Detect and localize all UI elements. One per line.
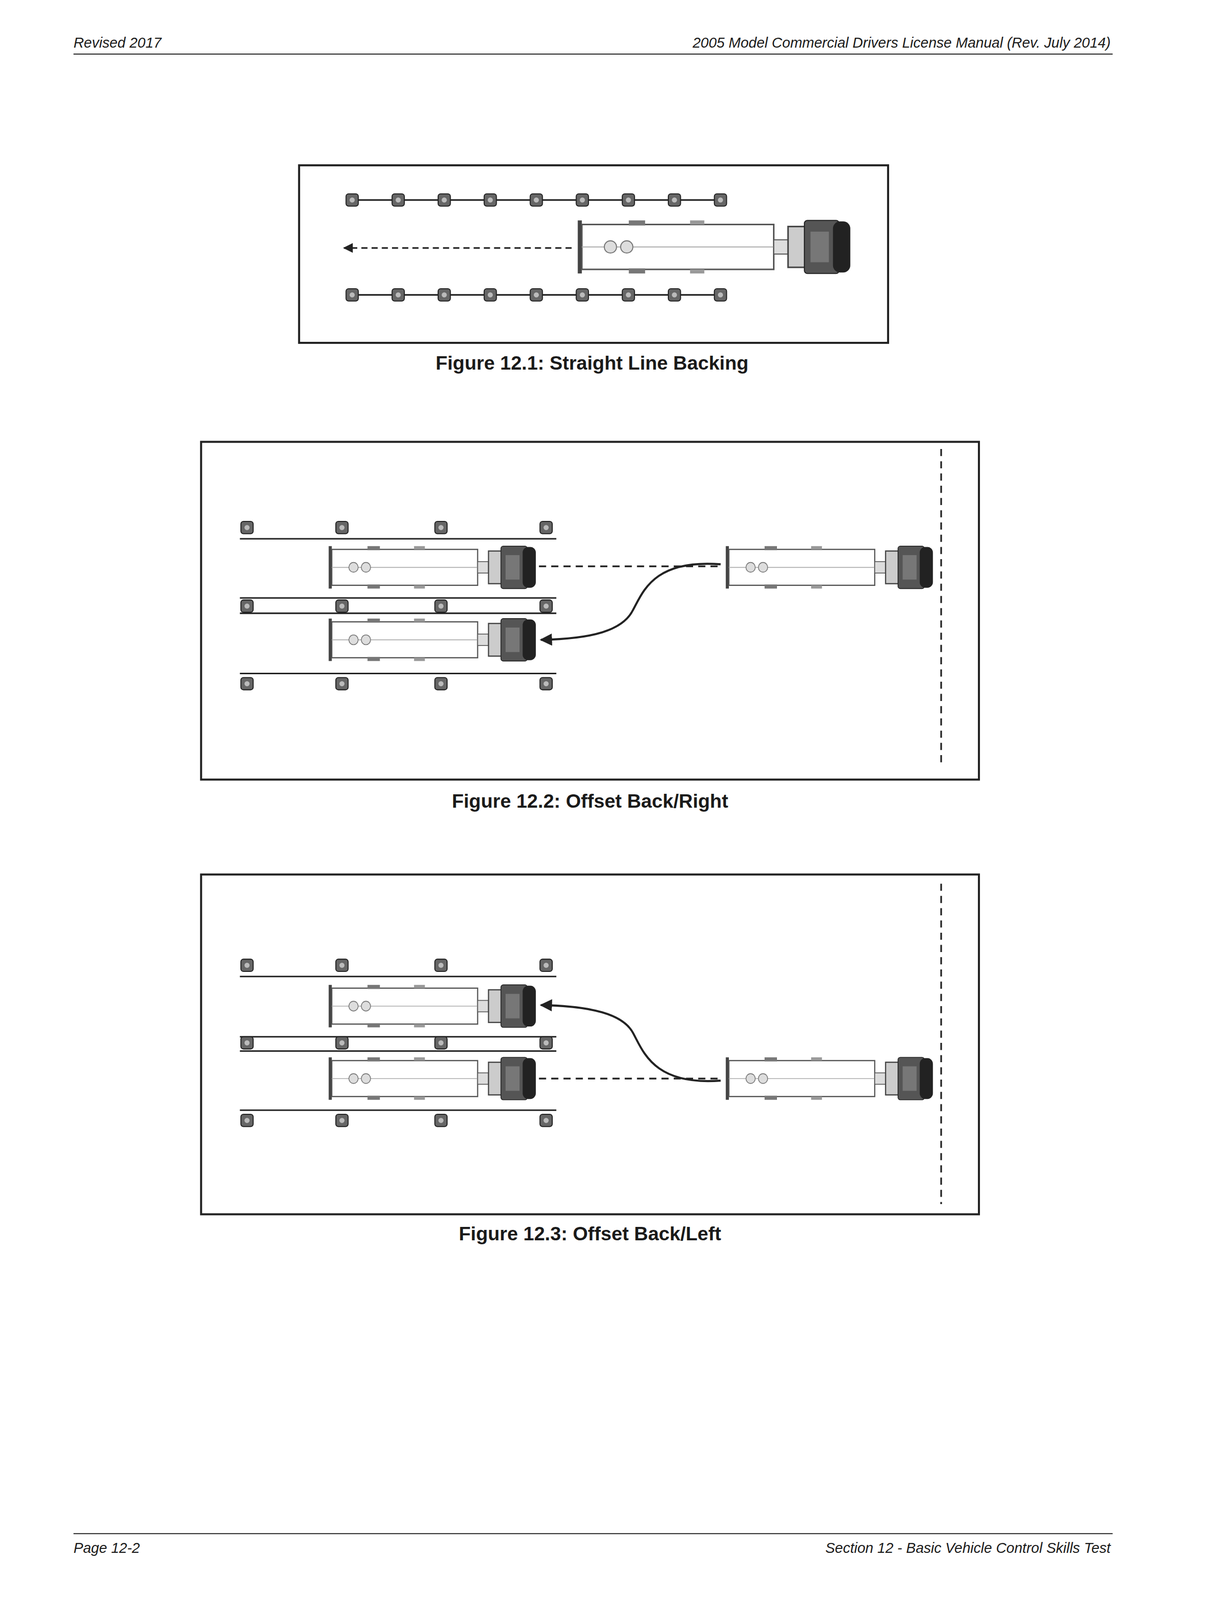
traffic-cone	[714, 288, 727, 302]
footer-right: Section 12 - Basic Vehicle Control Skill…	[825, 1540, 1111, 1557]
traffic-cone	[434, 521, 448, 534]
traffic-cone	[335, 959, 349, 972]
traffic-cone	[391, 288, 405, 302]
traffic-cone	[335, 1036, 349, 1050]
traffic-cone	[438, 193, 451, 207]
traffic-cone	[434, 677, 448, 691]
traffic-cone	[530, 288, 543, 302]
traffic-cone	[668, 193, 681, 207]
traffic-cone	[241, 1114, 254, 1127]
footer-left: Page 12-2	[73, 1540, 140, 1557]
traffic-cone	[434, 959, 448, 972]
traffic-cone	[241, 521, 254, 534]
header-left: Revised 2017	[73, 34, 162, 52]
traffic-cone	[484, 288, 497, 302]
figure-offset-right	[200, 442, 979, 780]
traffic-cone	[335, 521, 349, 534]
traffic-cone	[391, 193, 405, 207]
traffic-cone	[335, 599, 349, 613]
traffic-cone	[622, 288, 635, 302]
figure-caption: Figure 12.1: Straight Line Backing	[435, 352, 749, 375]
footer-rule	[73, 1533, 1113, 1535]
traffic-cone	[335, 1114, 349, 1127]
traffic-cone	[539, 677, 553, 691]
traffic-cone	[241, 599, 254, 613]
traffic-cone	[345, 288, 359, 302]
figure-caption: Figure 12.2: Offset Back/Right	[452, 790, 729, 813]
traffic-cone	[539, 1114, 553, 1127]
traffic-cone	[576, 193, 589, 207]
figure-caption: Figure 12.3: Offset Back/Left	[458, 1223, 722, 1246]
traffic-cone	[484, 193, 497, 207]
traffic-cone	[241, 959, 254, 972]
traffic-cone	[539, 521, 553, 534]
traffic-cone	[434, 599, 448, 613]
traffic-cone	[714, 193, 727, 207]
traffic-cone	[241, 1036, 254, 1050]
figure-offset-left	[200, 874, 979, 1215]
traffic-cone	[539, 599, 553, 613]
traffic-cone	[576, 288, 589, 302]
header-right: 2005 Model Commercial Drivers License Ma…	[692, 34, 1111, 52]
traffic-cone	[241, 677, 254, 691]
traffic-cone	[668, 288, 681, 302]
figure-straight-backing	[299, 165, 889, 343]
traffic-cone	[335, 677, 349, 691]
traffic-cone	[434, 1114, 448, 1127]
traffic-cone	[622, 193, 635, 207]
traffic-cone	[434, 1036, 448, 1050]
traffic-cone	[539, 959, 553, 972]
header-rule	[73, 53, 1113, 55]
traffic-cone	[345, 193, 359, 207]
traffic-cone	[438, 288, 451, 302]
traffic-cone	[530, 193, 543, 207]
traffic-cone	[539, 1036, 553, 1050]
